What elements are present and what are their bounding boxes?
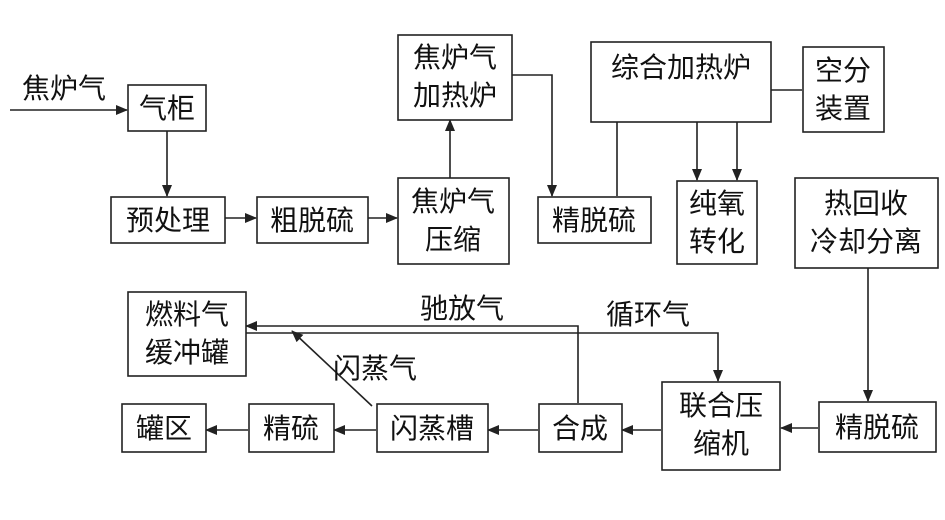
node-tank-area-label: 罐区 [136,412,192,445]
node-coke-gas-heater-line2: 加热炉 [413,79,497,112]
node-heat-recovery: 热回收 冷却分离 [794,177,939,269]
label-purge-gas: 驰放气 [420,292,504,325]
node-combined-heater-label: 综合加热炉 [611,51,751,84]
node-coke-gas-heater-line1: 焦炉气 [413,41,497,74]
node-air-separation-line1: 空分 [815,54,871,87]
node-oxygen-reforming: 纯氧 转化 [676,180,758,265]
node-coarse-desulfurization-label: 粗脱硫 [270,204,354,237]
node-fine-desulfurization-1-label: 精脱硫 [552,204,636,237]
node-fuel-gas-buffer-line2: 缓冲罐 [145,336,229,369]
edges [10,74,873,435]
node-coke-gas-compression-line1: 焦炉气 [411,185,495,218]
nodes: 气柜 预处理 粗脱硫 焦炉气 压缩 焦炉气 加热炉 精脱硫 综合加热炉 [110,34,939,471]
node-fuel-gas-buffer-line1: 燃料气 [145,298,229,331]
node-fuel-gas-buffer: 燃料气 缓冲罐 [127,291,247,377]
node-refined-sulfur-label: 精硫 [263,412,319,445]
node-pretreatment: 预处理 [110,196,226,244]
node-air-separation-line2: 装置 [815,92,871,125]
edge-labels: 焦炉气 驰放气 循环气 闪蒸气 [22,72,690,385]
node-coke-gas-heater: 焦炉气 加热炉 [397,34,513,121]
edge-flash-gas [291,330,373,407]
label-flash-gas: 闪蒸气 [333,352,417,385]
node-joint-compressor-line1: 联合压 [679,389,763,422]
node-synthesis-label: 合成 [552,412,608,445]
node-gas-holder: 气柜 [127,84,207,132]
node-coarse-desulfurization: 粗脱硫 [256,196,369,244]
node-coke-gas-compression-line2: 压缩 [425,223,481,256]
node-heat-recovery-line2: 冷却分离 [810,225,922,258]
edge-heater-to-fine1 [512,74,557,197]
node-flash-tank-label: 闪蒸槽 [390,412,474,445]
edge-recycle-gas [246,332,723,382]
node-gas-holder-label: 气柜 [139,92,195,125]
node-fine-desulfurization-2-label: 精脱硫 [835,411,919,444]
node-flash-tank: 闪蒸槽 [376,403,489,453]
node-oxygen-reforming-line2: 转化 [689,225,745,258]
node-joint-compressor: 联合压 缩机 [661,381,781,471]
node-pretreatment-label: 预处理 [126,204,210,237]
node-joint-compressor-line2: 缩机 [693,427,749,460]
node-heat-recovery-line1: 热回收 [824,187,908,220]
node-tank-area: 罐区 [121,403,207,453]
node-fine-desulfurization-2: 精脱硫 [818,401,937,453]
label-coke-gas-in: 焦炉气 [22,72,106,105]
label-recycle-gas: 循环气 [606,298,690,331]
node-combined-heater: 综合加热炉 [590,41,772,123]
edge-purge-gas [245,321,579,403]
node-coke-gas-compression: 焦炉气 压缩 [397,177,510,265]
node-fine-desulfurization-1: 精脱硫 [537,196,652,244]
node-refined-sulfur: 精硫 [248,403,335,453]
node-synthesis: 合成 [538,403,623,453]
node-air-separation: 空分 装置 [802,46,885,133]
node-oxygen-reforming-line1: 纯氧 [689,187,745,220]
